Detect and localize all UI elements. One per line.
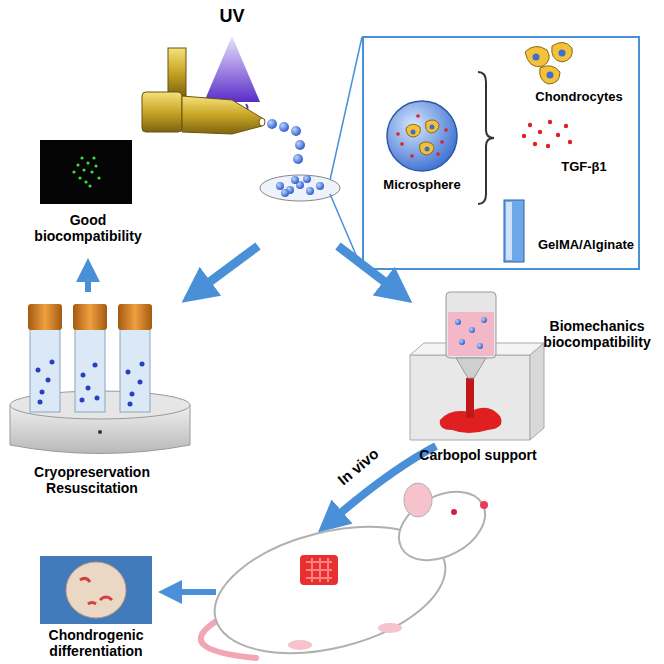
gel-bar xyxy=(504,200,524,262)
petri-dish xyxy=(260,175,340,201)
dispenser-nozzle xyxy=(142,48,265,134)
droplets xyxy=(267,119,305,164)
node-text: GelMA/Alginate xyxy=(538,238,634,253)
result-arrow xyxy=(170,589,216,595)
chondrocyte-icons xyxy=(525,42,572,84)
uv-label: UV xyxy=(207,6,257,27)
node-text: Chondrocytes xyxy=(535,90,622,105)
microsphere-circle: Microsphere xyxy=(372,98,472,202)
carbopol-bath xyxy=(410,343,544,440)
process-label: Cryopreservation Resuscitation xyxy=(17,464,167,496)
uv-beam xyxy=(204,36,260,102)
gel-bar-shine xyxy=(506,202,512,260)
fluorescence-image xyxy=(40,140,132,204)
zoom-line xyxy=(330,37,362,180)
result-label: Good biocompatibility xyxy=(23,212,153,244)
microsphere-shape xyxy=(372,98,472,176)
support-label: Carbopol support xyxy=(393,447,563,463)
node-label: Microsphere xyxy=(383,178,460,193)
zoom-box: Microsphere ChondrocytesTGF-β1GelMA/Algin… xyxy=(362,36,640,270)
explant-photo xyxy=(40,556,152,624)
route-label: In vivo xyxy=(322,434,394,499)
cryo-rack xyxy=(10,304,190,454)
tgf-dots xyxy=(522,120,572,148)
property-label: Biomechanics biocompatibility xyxy=(537,318,657,350)
syringe xyxy=(446,292,496,378)
up-arrow xyxy=(85,270,91,292)
branch-arrow xyxy=(196,246,258,292)
bracket xyxy=(478,72,494,204)
rat xyxy=(201,478,497,664)
result-label: Chondrogenic differentiation xyxy=(21,627,171,659)
node-text: TGF-β1 xyxy=(561,160,607,175)
